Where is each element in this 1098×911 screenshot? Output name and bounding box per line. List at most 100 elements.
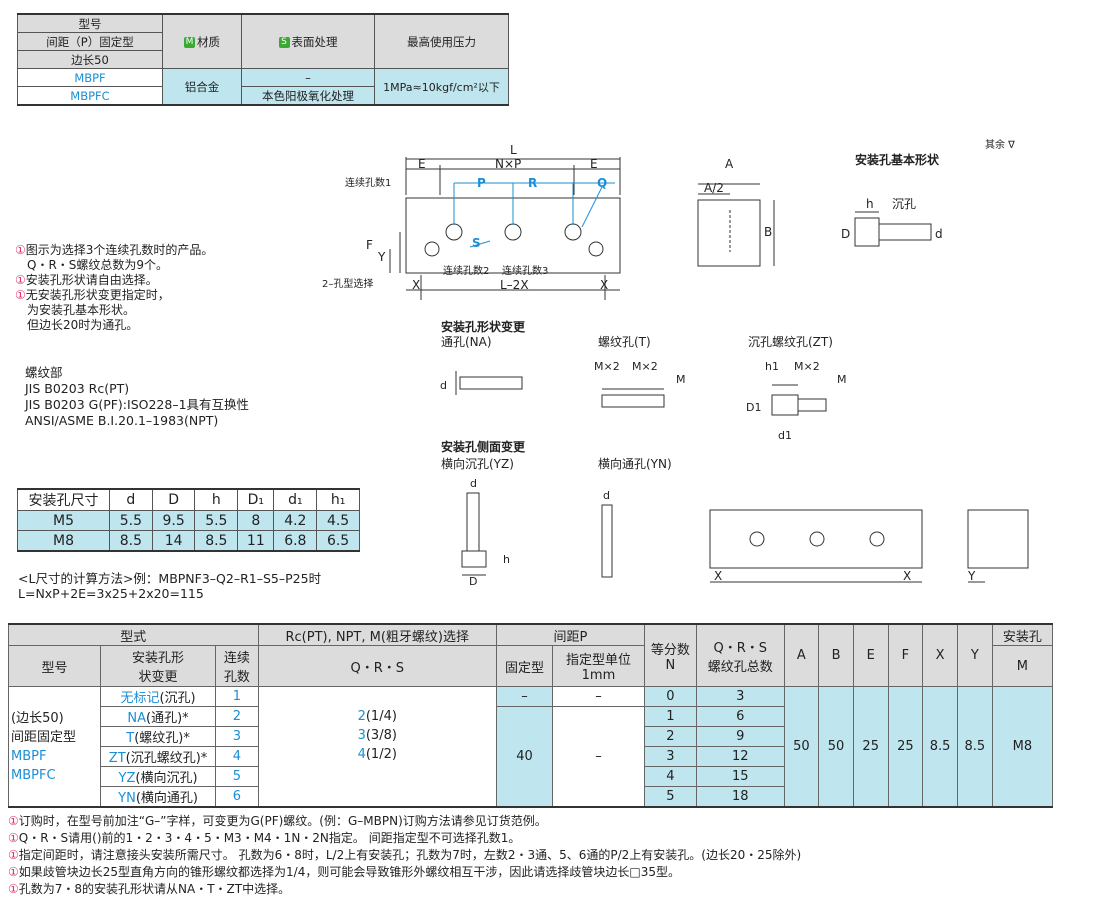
h-fixed: 固定型 <box>495 645 554 687</box>
h-type: 型式 <box>8 623 259 646</box>
label-t: 螺纹孔(T) <box>598 335 651 349</box>
dim-M-t: M <box>676 373 686 386</box>
surface-finish-icon: ∇ <box>1005 140 1015 151</box>
surface-finish-label: 其余 ∇ <box>985 140 1015 151</box>
dim-mx2-zt: M×2 <box>794 360 820 373</box>
basic-shape-title: 安装孔基本形状 <box>855 153 940 167</box>
thread-notes: 螺纹部 JIS B0203 Rc(PT) JIS B0203 G(PF):ISO… <box>25 365 250 428</box>
h-X: X <box>922 623 958 687</box>
h-E: E <box>852 623 889 687</box>
dim-F: F <box>366 238 373 252</box>
dim-M-zt: M <box>837 373 847 386</box>
dim-d-na: d <box>440 379 447 392</box>
bottom-views-drawing: X X Y <box>709 509 1029 583</box>
dim-d-yn: d <box>603 489 610 502</box>
bottom-notes: ①订购时，在型号前加注“G–”字样，可变更为G(PF)螺纹。(例：G–MBPN)… <box>8 814 802 896</box>
model-mbpf: MBPF <box>17 68 163 87</box>
dim-d1: d1 <box>778 429 792 442</box>
header-pressure: 最高使用压力 <box>374 13 509 69</box>
front-view-drawing: L E N×P E P R Q S F Y X L–2X X 连续孔数1 连续孔… <box>322 143 621 300</box>
dim-X-left: X <box>412 278 420 292</box>
dim-X-bottom-left: X <box>714 569 722 583</box>
dim-D1: D1 <box>746 401 761 414</box>
label-hole3: 连续孔数3 <box>502 264 548 277</box>
h-A: A <box>783 623 820 687</box>
header-side: 边长50 <box>17 50 163 69</box>
surface-value-1: – <box>241 68 375 87</box>
h-model: 型号 <box>8 645 101 687</box>
dim-E-left: E <box>418 157 426 171</box>
label-yn: 横向通孔(YN) <box>598 457 672 471</box>
h-B: B <box>818 623 854 687</box>
table-row: M5 5.5 9.5 5.5 8 4.2 4.5 <box>17 510 360 531</box>
label-zt: 沉孔螺纹孔(ZT) <box>748 335 833 349</box>
dim-P: P <box>477 176 486 190</box>
h-M: M <box>991 645 1054 687</box>
model-cell: (边长50) 间距固定型 MBPF MBPFC <box>8 686 101 808</box>
dim-header: 安装孔尺寸 <box>17 488 110 511</box>
shape-row-3: T(螺纹孔)* <box>99 726 217 747</box>
dim-A: A <box>725 157 734 171</box>
left-notes: ①图示为选择3个连续孔数时的产品。 Q・R・S螺纹总数为9个。 ①安装孔形状请自… <box>15 243 214 332</box>
shape-row-5: YZ(横向沉孔) <box>99 766 217 787</box>
dim-L2X: L–2X <box>500 278 529 292</box>
dim-Y-bottom: Y <box>967 569 976 583</box>
dim-D: D <box>841 227 850 241</box>
model-mbpfc: MBPFC <box>17 86 163 106</box>
dim-mx2-a: M×2 <box>594 360 620 373</box>
shape-row-4: ZT(沉孔螺纹孔)* <box>99 746 217 767</box>
side-change-drawings: d h D d <box>461 477 613 588</box>
shape-row-2: NA(通孔)* <box>99 706 217 727</box>
shape-row-6: YN(横向通孔) <box>99 786 217 808</box>
dim-h-yz: h <box>503 553 510 566</box>
label-hole2: 连续孔数2 <box>443 264 489 277</box>
dim-d-yz: d <box>470 477 477 490</box>
qrs-cell: 2(1/4) 3(3/8) 4(1/2) <box>257 686 497 808</box>
calc-note: <L尺寸的计算方法>例：MBPNF3–Q2–R1–S5–P25时 L=NxP+2… <box>18 571 322 601</box>
label-two-hole: 2–孔型选择 <box>322 277 373 290</box>
h-thread: Rc(PT), NPT, M(粗牙螺纹)选择 <box>257 623 497 646</box>
label-na: 通孔(NA) <box>441 335 492 349</box>
dim-h: h <box>866 197 874 211</box>
side-view-drawing: A A/2 B <box>697 157 775 267</box>
dim-R: R <box>528 176 537 190</box>
h-qrs: Q・R・S <box>257 645 497 687</box>
material-value: 铝合金 <box>162 68 242 106</box>
pressure-value: 1MPa≈10kgf/cm²以下 <box>374 68 509 106</box>
table-row: M8 8.5 14 8.5 11 6.8 6.5 <box>17 530 360 552</box>
shape-row-1: 无标记(沉孔) <box>99 686 217 707</box>
header-model: 型号 <box>17 13 163 33</box>
label-counterbore: 沉孔 <box>892 197 916 211</box>
dim-Y: Y <box>377 250 386 264</box>
h-Y: Y <box>956 623 993 687</box>
dim-B: B <box>764 225 772 239</box>
dim-mx2-b: M×2 <box>632 360 658 373</box>
h-mount: 安装孔 <box>991 623 1054 646</box>
header-pitch: 间距（P）固定型 <box>17 32 163 51</box>
dim-h1: h1 <box>765 360 779 373</box>
dim-NxP: N×P <box>495 157 521 171</box>
surface-icon: S <box>278 36 290 48</box>
surface-value-2: 本色阳极氧化处理 <box>241 86 375 106</box>
dim-Q: Q <box>597 176 607 190</box>
h-shape: 安装孔形状变更 <box>99 645 217 687</box>
dim-E-right: E <box>590 157 598 171</box>
label-hole1: 连续孔数1 <box>345 176 391 189</box>
dim-L: L <box>510 143 517 157</box>
material-icon: M <box>184 36 195 48</box>
dim-X-bottom-right: X <box>903 569 911 583</box>
dim-d: d <box>935 227 943 241</box>
dim-S: S <box>472 236 481 250</box>
h-pitch: 间距P <box>495 623 645 646</box>
dim-A2: A/2 <box>704 181 724 195</box>
basic-shape-drawing: h 沉孔 D d <box>841 197 943 247</box>
shape-change-drawings: d M×2 M×2 M h1 M×2 M D1 d1 <box>440 360 847 442</box>
dim-X-right: X <box>600 278 608 292</box>
shape-change-title: 安装孔形状变更 <box>441 320 526 334</box>
